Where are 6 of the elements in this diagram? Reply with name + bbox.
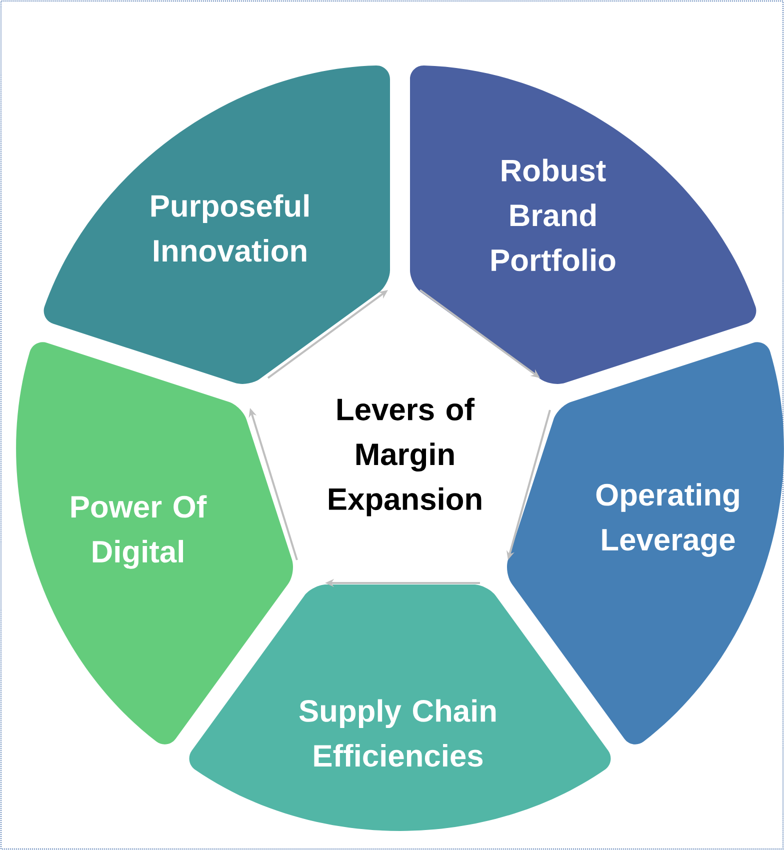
segment: Robust Brand Portfolio — [410, 66, 756, 384]
segment: Operating Leverage — [507, 342, 784, 744]
center-label: Levers of Margin Expansion — [328, 398, 482, 516]
segment: Supply Chain Efficiencies — [189, 584, 611, 831]
segment: Purposeful Innovation — [44, 66, 390, 384]
segment: Power Of Digital — [16, 342, 293, 744]
